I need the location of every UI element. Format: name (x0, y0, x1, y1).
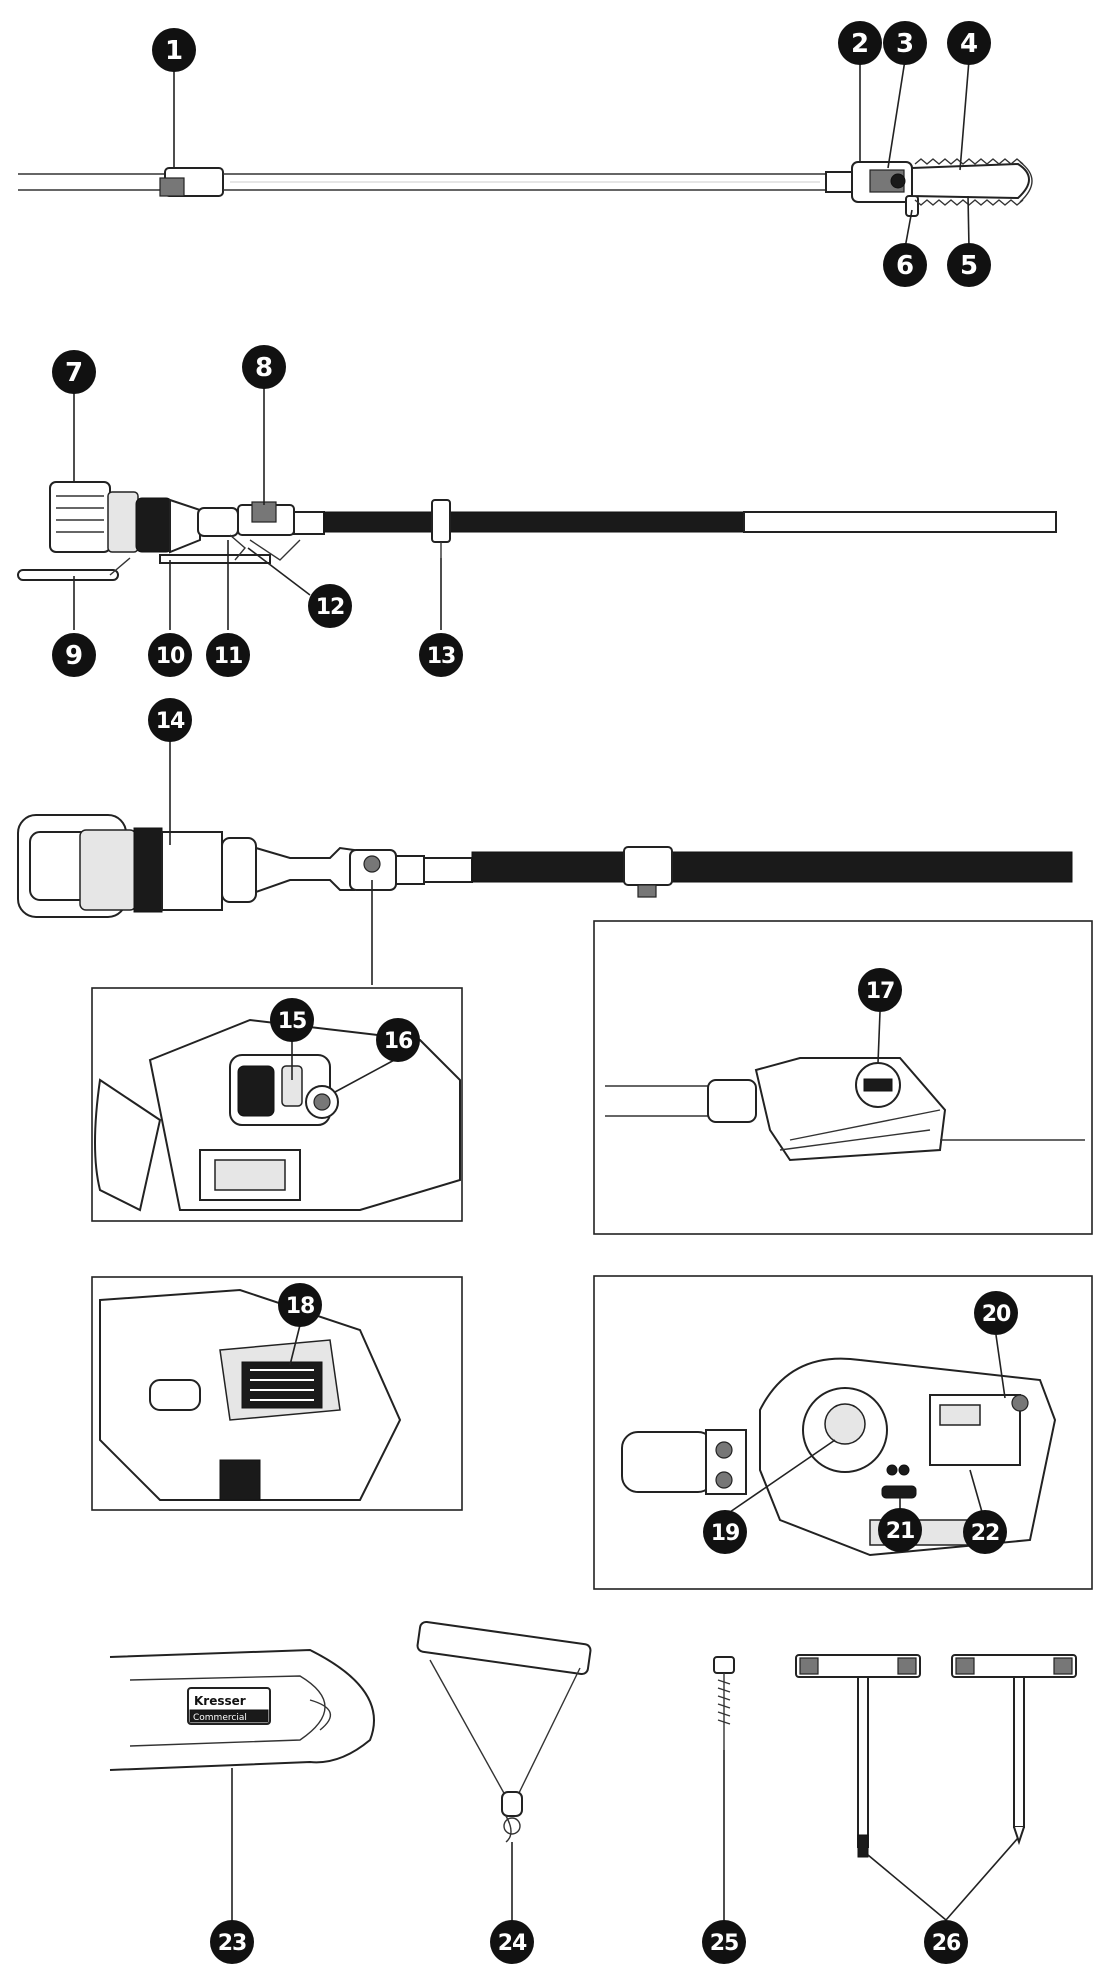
callout-label: 2 (851, 29, 869, 59)
callout-badge-20: 20 (974, 1291, 1018, 1335)
callout-badge-17: 17 (858, 968, 902, 1012)
callout-badge-6: 6 (883, 243, 927, 287)
callout-badge-22: 22 (963, 1510, 1007, 1554)
callout-badge-7: 7 (52, 350, 96, 394)
guide-bar (911, 162, 1030, 200)
callout-label: 10 (156, 644, 185, 669)
scabbard-brand-logo: Kresser (194, 1694, 246, 1708)
callout-label: 12 (316, 595, 345, 620)
callout-label: 15 (278, 1009, 307, 1034)
callout-label: 17 (866, 979, 895, 1004)
callout-badge-8: 8 (242, 345, 286, 389)
motor-unit-side-view (17, 385, 1057, 630)
callout-badge-25: 25 (702, 1920, 746, 1964)
scabbard-sub-logo: Commercial (193, 1713, 247, 1723)
bar-screw (713, 1656, 735, 1922)
callout-label: 22 (971, 1521, 1000, 1546)
pole-top-view (471, 851, 1073, 883)
t-wrench-tools (795, 1654, 1077, 1921)
callout-label: 11 (214, 644, 243, 669)
telescopic-pole-lower (323, 511, 745, 533)
pole-lock-clamp (431, 499, 451, 543)
callout-label: 14 (156, 709, 185, 734)
callout-badge-1: 1 (152, 28, 196, 72)
callout-label: 6 (896, 251, 914, 281)
callout-label: 1 (165, 36, 183, 66)
detail-panel-vent (91, 1276, 463, 1511)
callout-label: 16 (384, 1029, 413, 1054)
callout-label: 18 (286, 1294, 315, 1319)
callout-label: 7 (65, 358, 83, 388)
callout-label: 19 (711, 1521, 740, 1546)
callout-badge-10: 10 (148, 633, 192, 677)
detail-panel-oil-cap (593, 920, 1093, 1235)
callout-badge-4: 4 (947, 21, 991, 65)
callout-badge-13: 13 (419, 633, 463, 677)
callout-label: 25 (710, 1931, 739, 1956)
battery-pack (49, 481, 111, 553)
callout-badge-14: 14 (148, 698, 192, 742)
callout-label: 9 (65, 641, 83, 671)
callout-badge-9: 9 (52, 633, 96, 677)
callout-label: 21 (886, 1519, 915, 1544)
saw-chain (914, 158, 1033, 206)
callout-label: 5 (960, 251, 978, 281)
callout-badge-26: 26 (924, 1920, 968, 1964)
motor-unit-top-view (17, 740, 1073, 985)
chain-tension-screw (1011, 1394, 1029, 1412)
callout-badge-5: 5 (947, 243, 991, 287)
callout-badge-12: 12 (308, 584, 352, 628)
callout-label: 4 (960, 29, 978, 59)
callout-label: 8 (255, 353, 273, 383)
shoulder-strap (416, 1620, 592, 1922)
detail-panel-chain-tension (593, 1275, 1093, 1590)
callout-badge-11: 11 (206, 633, 250, 677)
air-vent (241, 1361, 323, 1409)
callout-badge-3: 3 (883, 21, 927, 65)
chain-scabbard: Kresser Commercial (109, 1648, 375, 1922)
oil-adjuster (881, 1485, 917, 1499)
callout-label: 26 (932, 1931, 961, 1956)
callout-badge-19: 19 (703, 1510, 747, 1554)
callout-label: 23 (218, 1931, 247, 1956)
callout-badge-23: 23 (210, 1920, 254, 1964)
callout-label: 20 (982, 1302, 1011, 1327)
callout-badge-21: 21 (878, 1508, 922, 1552)
callout-badge-2: 2 (838, 21, 882, 65)
rear-handle (17, 569, 119, 581)
lock-off-button (237, 1065, 275, 1117)
telescopic-pole-upper (743, 511, 1057, 533)
callout-label: 24 (498, 1931, 527, 1956)
callout-label: 3 (896, 29, 914, 59)
callout-badge-15: 15 (270, 998, 314, 1042)
sprocket-cover (824, 1403, 866, 1445)
callout-badge-16: 16 (376, 1018, 420, 1062)
callout-badge-24: 24 (490, 1920, 534, 1964)
full-pole-saw-view (18, 59, 1033, 249)
callout-label: 13 (427, 644, 456, 669)
callout-badge-18: 18 (278, 1283, 322, 1327)
